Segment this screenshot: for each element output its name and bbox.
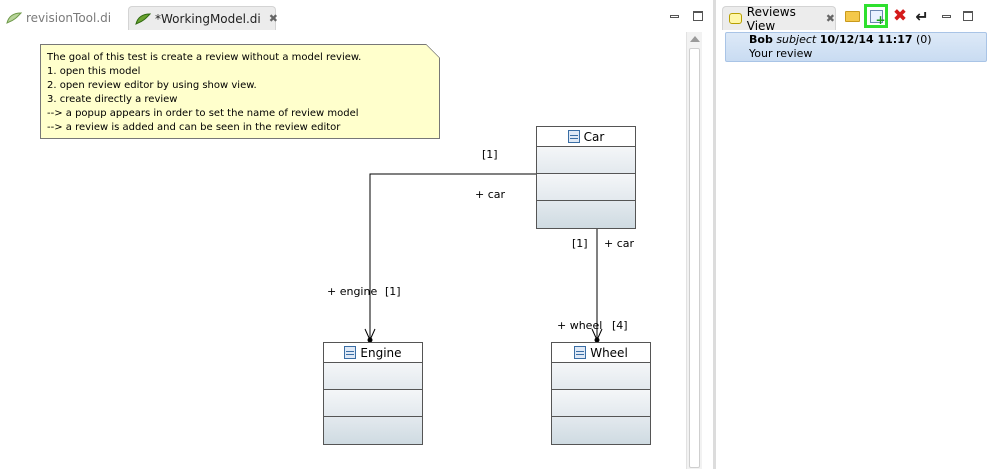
scroll-thumb[interactable] (689, 48, 700, 468)
attributes-compartment[interactable] (552, 363, 650, 390)
class-engine[interactable]: Engine (323, 342, 423, 445)
role-label[interactable]: + car (475, 188, 506, 201)
note-line: --> a review is added and can be seen in… (47, 122, 341, 133)
comment-note[interactable]: The goal of this test is create a review… (40, 44, 440, 139)
maximize-editor-icon[interactable] (692, 10, 704, 22)
class-header: Wheel (552, 343, 650, 363)
operations-compartment[interactable] (552, 390, 650, 417)
vertical-scrollbar[interactable] (686, 32, 702, 469)
tab-revision-tool[interactable]: revisionTool.di (0, 6, 120, 30)
class-icon (344, 346, 357, 359)
delete-review-button[interactable]: ✖ (890, 6, 910, 26)
note-line: 3. create directly a review (47, 94, 178, 105)
maximize-view-icon[interactable] (962, 10, 974, 22)
folder-icon (844, 10, 860, 22)
editor-tab-bar: revisionTool.di *WorkingModel.di ✖ (0, 0, 716, 32)
papyrus-leaf-icon (6, 12, 22, 24)
review-subject-label: subject (776, 33, 817, 46)
class-car[interactable]: Car (536, 126, 636, 229)
scroll-up-arrow-icon[interactable] (690, 36, 700, 42)
nested-classifiers-compartment[interactable] (537, 201, 635, 228)
note-line: --> a popup appears in order to set the … (47, 108, 359, 119)
reviews-view-icon (729, 13, 742, 24)
class-icon (574, 346, 587, 359)
undo-icon: ↵ (915, 6, 929, 26)
role-label[interactable]: + engine (327, 285, 378, 298)
attributes-compartment[interactable] (324, 363, 422, 390)
class-header: Engine (324, 343, 422, 363)
review-text: Your review (749, 47, 813, 60)
note-fold-corner (426, 44, 440, 58)
delete-icon: ✖ (892, 6, 908, 26)
close-tab-icon[interactable]: ✖ (268, 12, 278, 25)
add-review-icon: + (869, 9, 886, 26)
review-author: Bob (749, 33, 773, 46)
tab-label: *WorkingModel.di (155, 11, 261, 26)
class-name: Engine (360, 345, 402, 360)
attributes-compartment[interactable] (537, 147, 635, 174)
role-label[interactable]: + car (604, 237, 635, 250)
tab-label: revisionTool.di (26, 11, 112, 25)
association-lines (364, 173, 603, 343)
view-separator[interactable] (713, 0, 716, 469)
nested-classifiers-compartment[interactable] (324, 417, 422, 444)
close-tab-icon[interactable]: ✖ (825, 12, 835, 25)
end-dot-engine (367, 337, 373, 343)
end-dot-wheel (594, 337, 600, 343)
role-label[interactable]: + wheel (557, 319, 603, 332)
reviews-view: Reviews View ✖ + ✖ ↵ Bob subject 10/12/1… (716, 0, 990, 469)
multiplicity-label[interactable]: [1] (385, 285, 401, 298)
review-count: (0) (916, 33, 932, 46)
association-car-engine (369, 173, 536, 340)
note-line: 2. open review editor by using show view… (47, 80, 257, 91)
tab-label: Reviews View (746, 4, 796, 33)
class-name: Car (583, 129, 605, 144)
reviews-tab-bar: Reviews View ✖ + ✖ ↵ (716, 0, 990, 33)
minimize-view-icon[interactable] (940, 10, 952, 22)
tab-reviews-view[interactable]: Reviews View ✖ (722, 4, 836, 33)
operations-compartment[interactable] (324, 390, 422, 417)
multiplicity-label[interactable]: [4] (612, 319, 628, 332)
review-date: 10/12/14 11:17 (819, 33, 913, 46)
add-review-button[interactable]: + (864, 4, 888, 28)
review-heading: Bob subject 10/12/14 11:17 (0) (749, 33, 986, 47)
undo-button[interactable]: ↵ (912, 6, 932, 26)
nested-classifiers-compartment[interactable] (552, 417, 650, 444)
papyrus-leaf-icon (135, 12, 151, 25)
note-line: The goal of this test is create a review… (47, 52, 362, 63)
diagram-canvas[interactable]: The goal of this test is create a review… (0, 32, 686, 469)
review-list-item[interactable]: Bob subject 10/12/14 11:17 (0) Your revi… (725, 32, 987, 62)
diagram-editor: revisionTool.di *WorkingModel.di ✖ The (0, 0, 716, 469)
class-name: Wheel (590, 345, 628, 360)
minimize-editor-icon[interactable] (668, 10, 680, 22)
multiplicity-label[interactable]: [1] (572, 237, 588, 250)
class-header: Car (537, 127, 635, 147)
multiplicity-label[interactable]: [1] (482, 148, 498, 161)
tab-working-model[interactable]: *WorkingModel.di ✖ (128, 6, 278, 30)
class-wheel[interactable]: Wheel (551, 342, 651, 445)
operations-compartment[interactable] (537, 174, 635, 201)
open-folder-button[interactable] (842, 6, 862, 26)
class-icon (567, 130, 580, 143)
note-line: 1. open this model (47, 66, 141, 77)
